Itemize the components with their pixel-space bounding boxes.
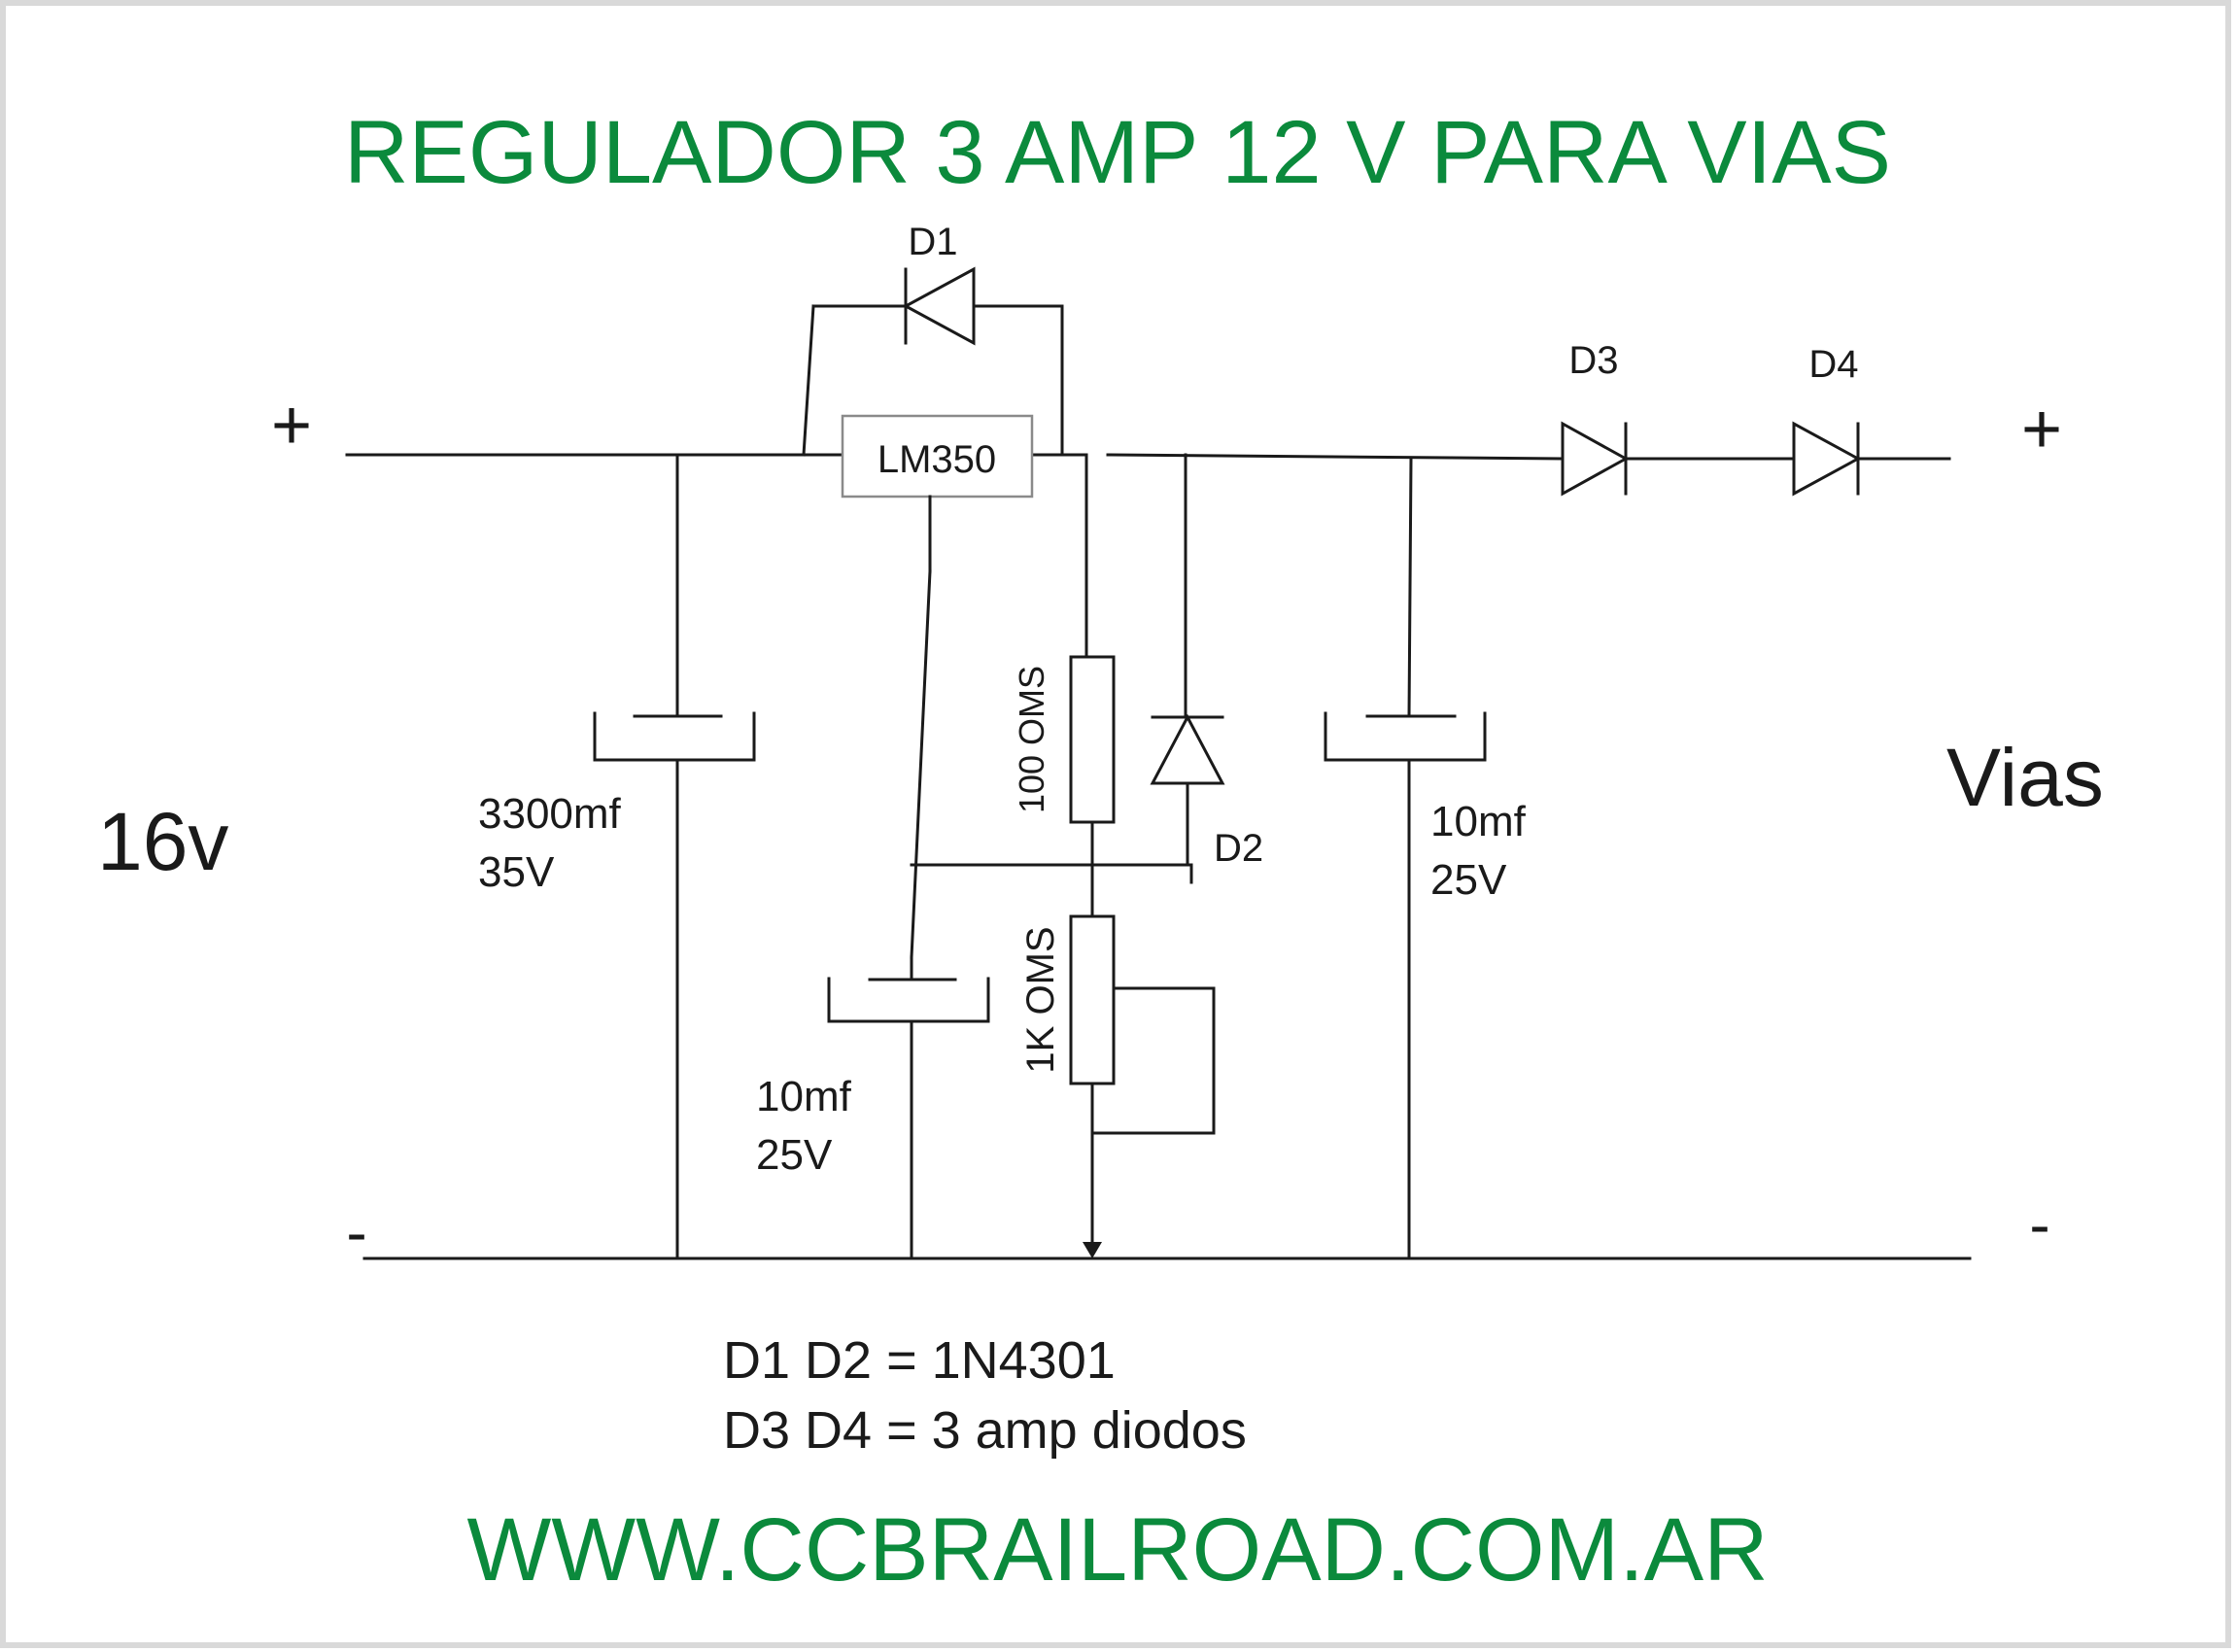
c-adj-voltage: 25V [756, 1131, 833, 1179]
d2-label: D2 [1214, 827, 1263, 870]
c-out-value: 10mf [1430, 798, 1527, 845]
output-name: Vias [1946, 732, 2104, 823]
capacitor-c-out: 10mf 25V [1324, 457, 1527, 1260]
pot-label: 1K OMS [1019, 926, 1062, 1073]
input-minus: - [346, 1197, 366, 1267]
diode-d4: D4 [1792, 343, 1862, 497]
c-in-value: 3300mf [478, 790, 622, 838]
note-d3-d4: D3 D4 = 3 amp diodos [723, 1401, 1247, 1460]
positive-rail [345, 453, 1951, 461]
input-voltage: 16v [97, 796, 228, 887]
output-minus: - [2029, 1189, 2049, 1259]
page-title: REGULADOR 3 AMP 12 V PARA VIAS [344, 103, 1891, 202]
input-plus: + [271, 387, 312, 465]
website-url: WWW.CCBRAILROAD.COM.AR [466, 1500, 1768, 1600]
diode-d3: D3 [1561, 339, 1630, 497]
r1-label: 100 OMS [1012, 666, 1051, 813]
lm350-regulator: LM350 [841, 414, 1034, 499]
d1-label: D1 [908, 221, 957, 263]
potentiometer-1k-oms: 1K OMS [1019, 914, 1216, 1258]
d4-label: D4 [1808, 343, 1858, 386]
output-plus: + [2021, 391, 2062, 468]
adj-wire [910, 495, 1193, 959]
resistor-100-oms: 100 OMS [1012, 453, 1116, 918]
diode-d2: D2 [1150, 453, 1263, 870]
c-in-voltage: 35V [478, 848, 555, 896]
capacitor-c-adj: 10mf 25V [756, 955, 990, 1260]
d3-label: D3 [1568, 339, 1618, 382]
note-d1-d2: D1 D2 = 1N4301 [723, 1331, 1116, 1390]
capacitor-c-in: 3300mf 35V [478, 453, 756, 1260]
c-out-voltage: 25V [1430, 856, 1507, 904]
lm350-label: LM350 [878, 438, 996, 481]
diode-d1: D1 [802, 221, 1064, 457]
c-adj-value: 10mf [756, 1073, 852, 1120]
